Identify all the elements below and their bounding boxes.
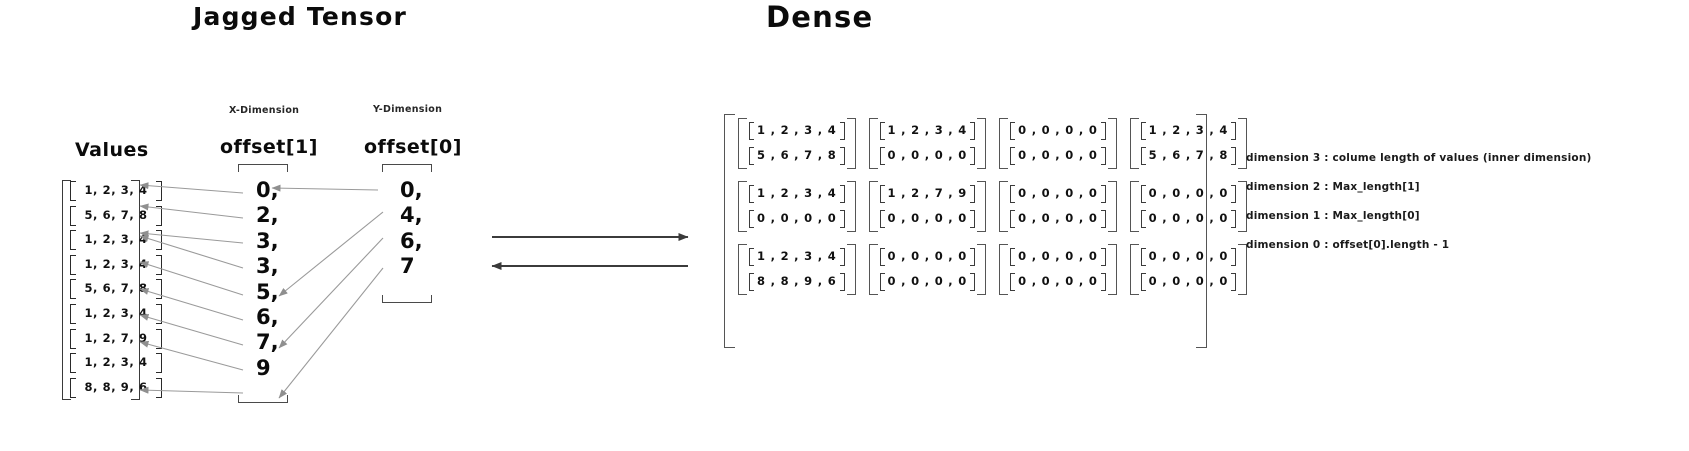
offset-value: 3, [256, 228, 279, 253]
dense-matrix-row-values: 0 , 0 , 0 , 0 [879, 147, 976, 165]
dense-matrix-row-values: 0 , 0 , 0 , 0 [1010, 210, 1106, 228]
dense-matrix: 0 , 0 , 0 , 0 0 , 0 , 0 , 0 [999, 181, 1117, 232]
dense-matrix-row-values: 1 , 2 , 3 , 4 [879, 122, 976, 140]
values-row: 1, 2, 3, 4 [70, 301, 162, 325]
x-dimension-caption: X-Dimension [229, 105, 300, 116]
dense-matrix-row-values: 0 , 0 , 0 , 0 [1140, 185, 1237, 203]
offset-value: 4, [400, 203, 423, 228]
dense-matrix-row: 1 , 2 , 3 , 4 0 , 0 , 0 , 0 1 , 2 , 7 , 9 0… [738, 181, 1248, 232]
dense-matrix-row-values: 0 , 0 , 0 , 0 [879, 273, 976, 291]
offset-value: 7 [400, 254, 415, 279]
dense-matrix: 0 , 0 , 0 , 0 0 , 0 , 0 , 0 [999, 118, 1117, 169]
values-row: 1, 2, 3, 4 [70, 350, 162, 374]
dense-title: Dense [766, 0, 874, 34]
dense-matrix: 0 , 0 , 0 , 0 0 , 0 , 0 , 0 [999, 244, 1117, 295]
values-heading: Values [75, 139, 149, 161]
conversion-arrows [491, 233, 689, 270]
dense-matrix: 1 , 2 , 3 , 4 8 , 8 , 9 , 6 [738, 244, 856, 295]
dense-matrix: 0 , 0 , 0 , 0 0 , 0 , 0 , 0 [1129, 181, 1248, 232]
offset-value: 0, [400, 178, 423, 202]
dense-matrix-row-values: 1 , 2 , 3 , 4 [749, 185, 845, 203]
dense-matrix: 0 , 0 , 0 , 0 0 , 0 , 0 , 0 [1129, 244, 1248, 295]
values-outer-bracket-right [131, 180, 140, 400]
dense-matrix-row-values: 0 , 0 , 0 , 0 [1010, 147, 1106, 165]
dense-matrix: 1 , 2 , 3 , 4 0 , 0 , 0 , 0 [738, 181, 856, 232]
offset-bracket-top [382, 164, 432, 172]
dense-matrix-row-values: 0 , 0 , 0 , 0 [1010, 185, 1106, 203]
y-dimension-caption: Y-Dimension [373, 104, 443, 115]
annotation-line: dimension 1 : Max_length[0] [1246, 210, 1420, 222]
dense-matrix: 0 , 0 , 0 , 0 0 , 0 , 0 , 0 [868, 244, 987, 295]
dense-matrix-row-values: 0 , 0 , 0 , 0 [1140, 210, 1237, 228]
offset-value: 6, [256, 305, 279, 329]
dense-matrix-row-values: 0 , 0 , 0 , 0 [1010, 122, 1106, 140]
dense-matrix: 1 , 2 , 3 , 4 5 , 6 , 7 , 8 [1129, 118, 1248, 169]
annotation-line: dimension 0 : offset[0].length - 1 [1246, 239, 1450, 251]
dense-matrix-row-values: 1 , 2 , 3 , 4 [749, 248, 845, 266]
offset0-heading: offset[0] [364, 136, 462, 158]
annotation-line: dimension 3 : colume length of values (i… [1246, 152, 1592, 164]
dense-matrix-row-values: 0 , 0 , 0 , 0 [1140, 248, 1237, 266]
dense-matrix: 1 , 2 , 3 , 4 0 , 0 , 0 , 0 [868, 118, 987, 169]
dense-matrix-row-values: 1 , 2 , 3 , 4 [1140, 122, 1237, 140]
dense-outer-bracket-right [1196, 114, 1207, 348]
offset-value: 5, [256, 279, 279, 304]
dense-matrix-row-values: 0 , 0 , 0 , 0 [1010, 273, 1106, 291]
offset-value: 6, [400, 228, 423, 253]
values-row: 1, 2, 3, 4 [70, 227, 162, 251]
offset-value: 0, [256, 178, 279, 202]
values-row: 5, 6, 7, 8 [70, 203, 162, 227]
offset-bracket-top [238, 164, 288, 172]
dense-matrix-row-values: 5 , 6 , 7 , 8 [1140, 147, 1237, 165]
values-row: 5, 6, 7, 8 [70, 276, 162, 300]
dense-matrix-row-values: 5 , 6 , 7 , 8 [749, 147, 845, 165]
values-row: 8, 8, 9, 6 [70, 375, 162, 399]
offset-bracket-bottom [382, 295, 432, 303]
dense-matrix-row-values: 0 , 0 , 0 , 0 [879, 210, 976, 228]
offset-value: 3, [256, 254, 279, 279]
jagged-tensor-title: Jagged Tensor [193, 2, 407, 31]
dense-outer-bracket-left [724, 114, 735, 348]
annotation-line: dimension 2 : Max_length[1] [1246, 181, 1420, 193]
dense-matrix-row-values: 0 , 0 , 0 , 0 [1010, 248, 1106, 266]
dense-matrix-row-values: 8 , 8 , 9 , 6 [749, 273, 845, 291]
offset-value: 9 [256, 355, 271, 380]
dense-matrix-row-values: 0 , 0 , 0 , 0 [879, 248, 976, 266]
offset-bracket-bottom [238, 395, 288, 403]
dense-matrix-row-values: 0 , 0 , 0 , 0 [749, 210, 845, 228]
dense-matrix-row: 1 , 2 , 3 , 4 5 , 6 , 7 , 8 1 , 2 , 3 , 4 0… [738, 118, 1248, 169]
offset1-heading: offset[1] [220, 136, 318, 158]
values-outer-bracket-left [62, 180, 71, 400]
dense-matrix: 1 , 2 , 3 , 4 5 , 6 , 7 , 8 [738, 118, 856, 169]
dense-matrix-row-values: 1 , 2 , 3 , 4 [749, 122, 845, 140]
values-row: 1, 2, 7, 9 [70, 326, 162, 350]
dense-matrix-row-values: 0 , 0 , 0 , 0 [1140, 273, 1237, 291]
offset-value: 7, [256, 330, 279, 355]
offset-value: 2, [256, 203, 279, 228]
values-row: 1, 2, 3, 4 [70, 178, 162, 202]
dense-matrix-row-values: 1 , 2 , 7 , 9 [879, 185, 976, 203]
values-row: 1, 2, 3, 4 [70, 252, 162, 276]
offset0-to-offset1-arrows [271, 184, 384, 399]
dense-matrix-grid: 1 , 2 , 3 , 4 5 , 6 , 7 , 8 1 , 2 , 3 , 4 0… [724, 112, 1257, 299]
dense-matrix: 1 , 2 , 7 , 9 0 , 0 , 0 , 0 [868, 181, 987, 232]
dimension-annotations: dimension 3 : colume length of values (i… [1246, 152, 1676, 268]
